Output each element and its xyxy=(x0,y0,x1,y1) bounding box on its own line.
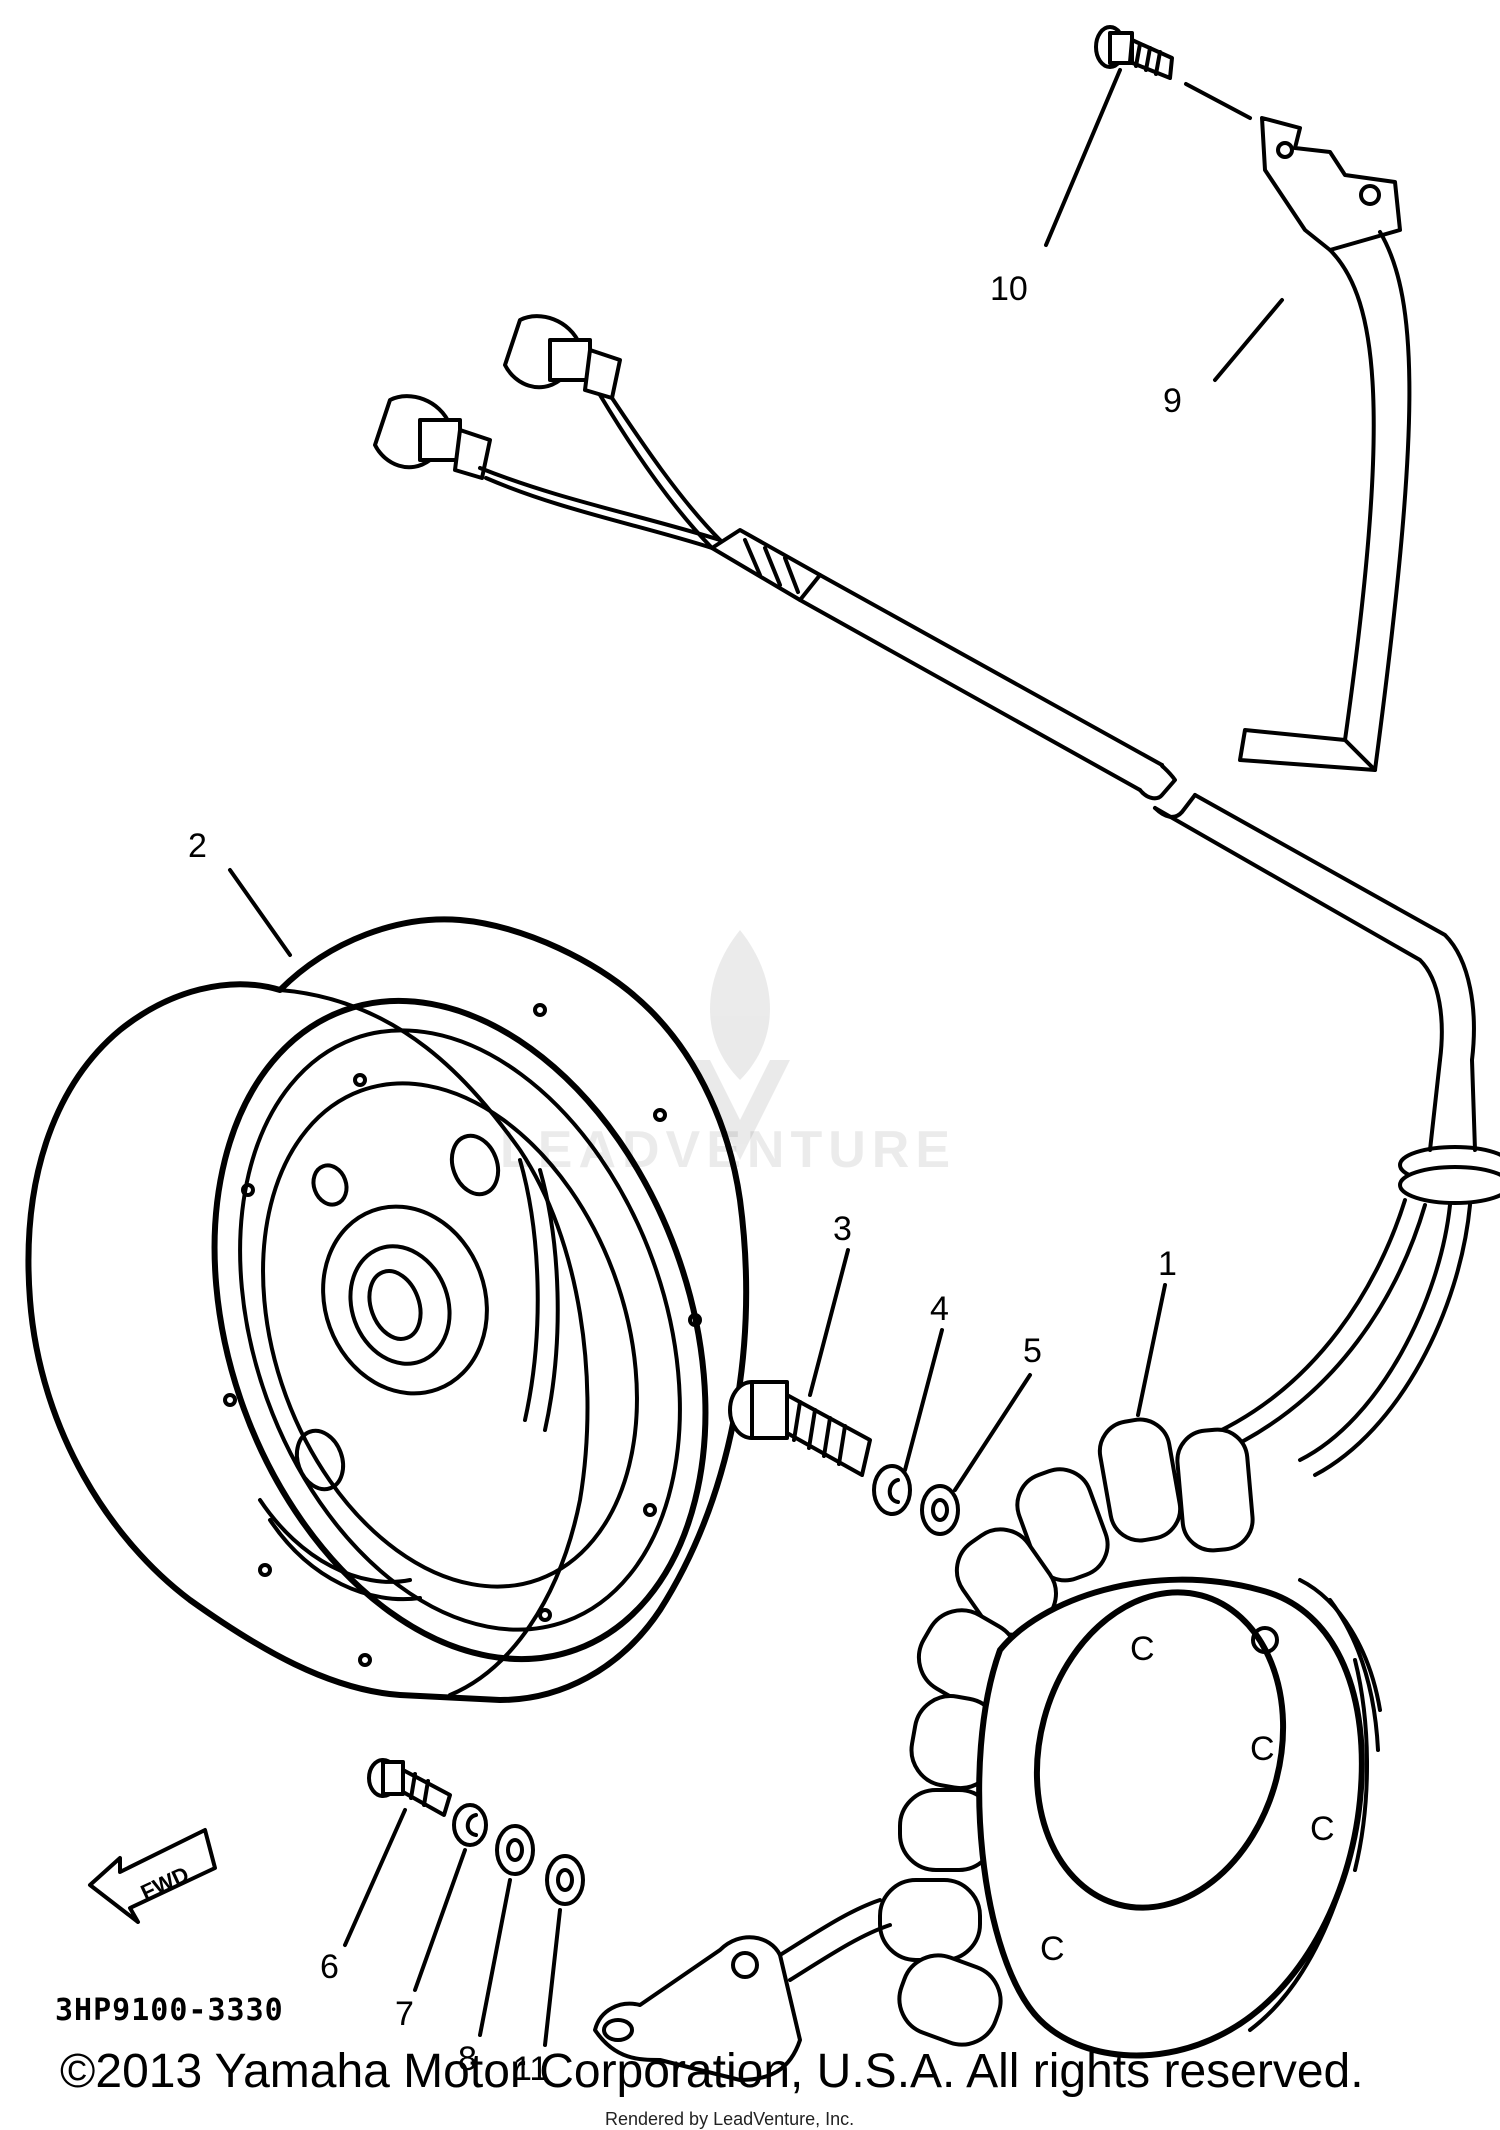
part-7-washer xyxy=(452,1803,488,1847)
rendered-by-text: Rendered by LeadVenture, Inc. xyxy=(605,2109,855,2129)
leader-3 xyxy=(808,1248,850,1397)
copyright-text: ©2013 Yamaha Motor Corporation, U.S.A. A… xyxy=(60,2045,1364,2098)
label-2: 2 xyxy=(188,827,207,865)
label-9: 9 xyxy=(1163,382,1182,420)
part-5-washer xyxy=(920,1484,960,1536)
leader-10 xyxy=(1044,68,1122,247)
flame-logo-icon xyxy=(690,930,790,1160)
label-8: 8 xyxy=(458,2040,477,2078)
part-11-washer xyxy=(545,1854,585,1906)
leader-1 xyxy=(1136,1283,1167,1417)
part-8-washer xyxy=(495,1824,535,1876)
leader-11 xyxy=(543,1908,562,2047)
part-code: 3HP9100-3330 xyxy=(55,1993,284,2028)
label-4: 4 xyxy=(930,1290,949,1328)
stator-mark-c3: C xyxy=(1040,1930,1065,1968)
stator-mark-c4: C xyxy=(1310,1810,1335,1848)
part-3-bolt xyxy=(728,1380,872,1477)
fwd-arrow-icon xyxy=(88,1828,217,1924)
label-7: 7 xyxy=(395,1995,414,2033)
leader-6 xyxy=(343,1808,407,1947)
label-3: 3 xyxy=(833,1210,852,1248)
part-10-guide xyxy=(1184,82,1252,120)
watermark-text: LEADVENTURE xyxy=(500,1121,957,1179)
label-10: 10 xyxy=(990,270,1028,308)
leader-9 xyxy=(1213,298,1284,382)
label-1: 1 xyxy=(1158,1245,1177,1283)
stator-mark-c2: C xyxy=(1250,1730,1275,1768)
leader-4 xyxy=(903,1328,944,1472)
label-6: 6 xyxy=(320,1948,339,1986)
part-4-washer xyxy=(872,1464,912,1516)
stator-mark-c1: C xyxy=(1130,1630,1155,1668)
label-11: 11 xyxy=(513,2050,548,2088)
label-5: 5 xyxy=(1023,1332,1042,1370)
leader-5 xyxy=(953,1373,1032,1492)
leader-7 xyxy=(413,1848,467,1992)
leader-2 xyxy=(228,868,292,957)
part-6-screw xyxy=(367,1758,452,1817)
part-10-bolt xyxy=(1094,25,1174,80)
leader-8 xyxy=(478,1878,512,2037)
wire-harness xyxy=(373,314,1500,1477)
part-1-stator xyxy=(593,1417,1382,2082)
part-9-bracket xyxy=(1238,116,1412,772)
part-2-flywheel xyxy=(25,916,750,1703)
